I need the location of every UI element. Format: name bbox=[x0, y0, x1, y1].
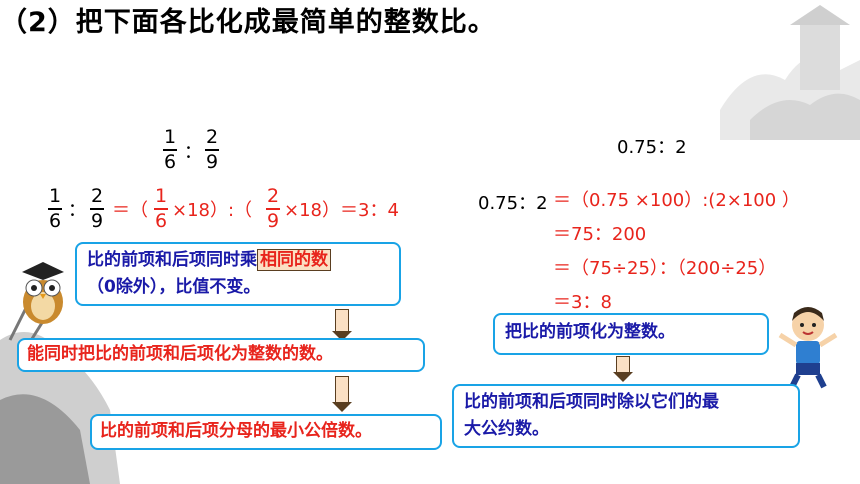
box-lcm-denominators: 比的前项和后项分母的最小公倍数。 bbox=[90, 414, 442, 450]
solution-mult-1: ×18）:（ bbox=[172, 200, 253, 221]
callout-rule-prefix: 比的前项和后项同时乘 bbox=[87, 250, 257, 270]
owl-teacher-icon bbox=[22, 262, 64, 324]
callout-multiply-rule: 比的前项和后项同时乘相同的数 （0除外），比值不变。 bbox=[75, 242, 401, 306]
right-solution-lhs: 0.75：2 bbox=[478, 193, 548, 214]
down-arrow-1 bbox=[332, 309, 352, 341]
right-solution-line-2: ＝75：200 bbox=[553, 224, 647, 245]
solution-separator: ： bbox=[68, 200, 86, 221]
gcd-rule-line2: 大公约数。 bbox=[464, 419, 549, 439]
problem-separator: ： bbox=[184, 142, 202, 163]
right-solution-line-1: ＝（0.75 ×100）:(2×100 ） bbox=[553, 190, 800, 211]
boy-character-icon bbox=[778, 307, 838, 389]
box-gcd-rule: 比的前项和后项同时除以它们的最 大公约数。 bbox=[452, 384, 800, 448]
gcd-rule-line1: 比的前项和后项同时除以它们的最 bbox=[464, 392, 719, 412]
callout-highlight: 相同的数 bbox=[257, 249, 331, 271]
right-solution-line-4: ＝3：8 bbox=[553, 292, 612, 313]
down-arrow-2 bbox=[332, 376, 352, 412]
right-problem: 0.75：2 bbox=[617, 137, 687, 158]
landscape-decoration-top bbox=[720, 5, 860, 140]
callout-integer-front: 把比的前项化为整数。 bbox=[493, 313, 769, 355]
solution-mult-2: ×18）＝3：4 bbox=[284, 200, 399, 221]
page-title: （2）把下面各比化成最简单的整数比。 bbox=[0, 7, 496, 38]
box-integer-multiplier: 能同时把比的前项和后项化为整数的数。 bbox=[17, 338, 425, 372]
solution-equals-open: ＝（ bbox=[112, 200, 148, 221]
right-solution-line-3: ＝（75÷25）：（200÷25） bbox=[553, 258, 777, 279]
down-arrow-3 bbox=[613, 356, 633, 382]
callout-rule-line2: （0除外），比值不变。 bbox=[87, 277, 261, 297]
